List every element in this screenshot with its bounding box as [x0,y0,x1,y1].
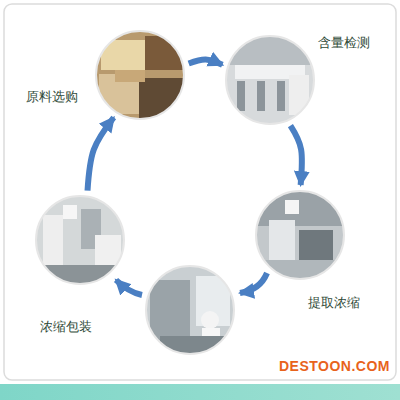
flow-arrow [116,280,142,295]
step-label: 提取浓缩 [306,294,362,312]
bottom-band [0,384,400,400]
circle-photo [95,30,185,120]
circle-photo [225,35,315,125]
step-label: 原料选购 [24,88,80,106]
frame [4,4,396,380]
flow-arrow [88,118,114,191]
packing-photo [146,266,234,354]
photo-step: 原料选购 [95,30,185,120]
step-label: 含量检测 [316,34,372,52]
step-label: 浓缩包装 [38,318,94,336]
flow-arrow [290,126,302,185]
flow-arrow [189,60,223,65]
watermark: DESTOON.COM [279,358,390,374]
circle-photo [255,190,345,280]
photo-step: 浓缩包装 [35,195,125,285]
photo-step: 含量检测 [225,35,315,125]
flow-arrow [240,273,267,293]
photo-step: 提取浓缩 [255,190,345,280]
circle-photo [35,195,125,285]
